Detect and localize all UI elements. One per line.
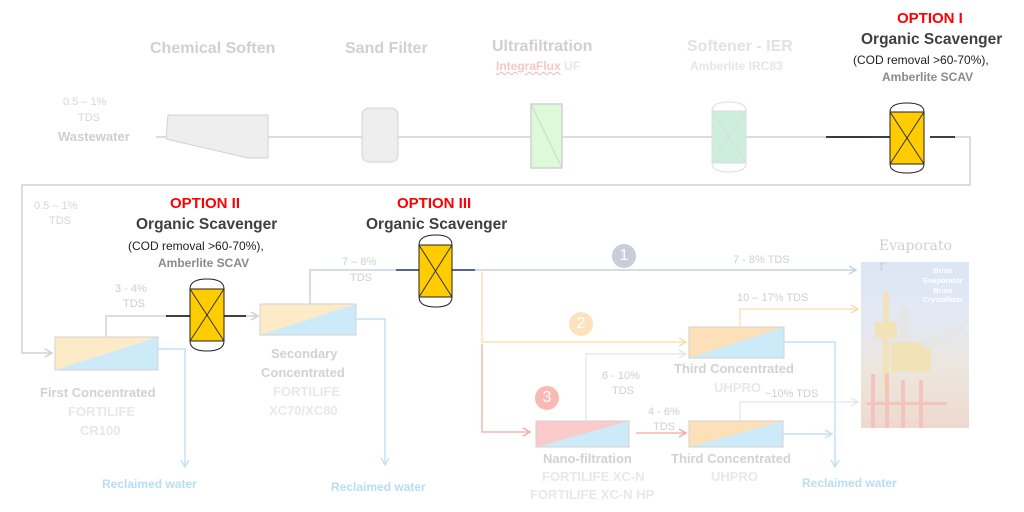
route-3-badge[interactable]: 3 xyxy=(535,386,559,410)
first-stage-tds-unit: TDS xyxy=(123,298,145,310)
secondary-concentrated-membrane xyxy=(259,303,357,336)
nano-title: Nano-filtration xyxy=(543,451,632,466)
secondary-permeate-line xyxy=(356,318,390,467)
feed-tds-unit: TDS xyxy=(78,112,100,124)
sand-filter-vessel xyxy=(361,107,399,163)
second-stage-title-1: Secondary xyxy=(271,346,338,361)
softener-ier-vessel xyxy=(711,101,747,173)
option-2-product: Amberlite SCAV xyxy=(158,256,250,270)
first-stage-product-2: CR100 xyxy=(80,423,121,438)
third-bottom-tds: ~10% TDS xyxy=(765,388,819,400)
stage-title-sand-filter: Sand Filter xyxy=(345,40,428,57)
secondary-to-option3-line xyxy=(309,269,396,304)
third-top-title: Third Concentrated xyxy=(674,361,794,376)
stage-product-softener-ier: Amberlite IRC83 xyxy=(690,59,783,73)
route-1-badge[interactable]: 1 xyxy=(612,244,636,268)
evaporator-photo: r Brine Evaporator Brine Crystallizer xyxy=(861,258,969,428)
route-2-tds: 10 – 17% TDS xyxy=(737,292,809,304)
nano-filtration-membrane xyxy=(535,420,630,448)
evaporator-title: Evaporato xyxy=(879,238,952,254)
third-bottom-title: Third Concentrated xyxy=(671,451,791,466)
option-2-label: OPTION II xyxy=(170,195,241,212)
third-top-permeate-line xyxy=(784,341,840,469)
option-1-label: OPTION I xyxy=(897,10,963,27)
first-permeate-line xyxy=(158,348,190,469)
route-2-concentrate-line xyxy=(739,304,860,327)
reclaimed-water-label-3: Reclaimed water xyxy=(802,476,897,490)
first-stage-title: First Concentrated xyxy=(40,385,156,400)
first-to-scavenger-line xyxy=(105,315,168,337)
third-top-product: UHPRO xyxy=(714,380,761,395)
ultrafiltration-suffix: UF xyxy=(560,59,581,73)
chemical-softener-tank xyxy=(165,114,269,159)
second-stage-product-2: XC70/XC80 xyxy=(269,403,338,418)
option-1-note: (COD removal >60-70%), xyxy=(853,53,989,67)
third-concentrated-bottom-membrane xyxy=(688,420,784,448)
third-bottom-concentrate-line xyxy=(739,397,860,421)
nano-tds-range: 6 - 10% xyxy=(602,370,640,382)
reclaimed-water-label-1: Reclaimed water xyxy=(102,477,197,491)
caption-line-4: Crystallizer xyxy=(922,295,963,305)
feed-tds-range: 0.5 – 1% xyxy=(63,96,107,108)
first-stage-tds-range: 3 - 4% xyxy=(115,283,147,295)
evaporator-photo-caption: Brine Evaporator Brine Crystallizer xyxy=(923,266,963,305)
option-2-scavenger-vessel[interactable] xyxy=(166,278,260,352)
middle-feed-tds-unit: TDS xyxy=(49,215,71,227)
first-concentrated-membrane xyxy=(54,336,159,371)
nano-tds-unit: TDS xyxy=(612,385,634,397)
ultrafiltration-module xyxy=(530,103,563,169)
third-bottom-product: UHPRO xyxy=(711,469,758,484)
option-3-scavenger-vessel[interactable] xyxy=(396,234,475,308)
option-2-note: (COD removal >60-70%), xyxy=(128,239,264,253)
second-stage-tds-unit: TDS xyxy=(350,272,372,284)
middle-feed-tds-range: 0.5 – 1% xyxy=(34,200,78,212)
second-stage-product-1: FORTILIFE xyxy=(273,384,341,399)
nano-to-third-top-line xyxy=(585,349,688,421)
option-2-title: Organic Scavenger xyxy=(136,216,278,233)
option-3-label: OPTION III xyxy=(397,195,472,212)
nano-product-2: FORTILIFE XC-N HP xyxy=(530,487,655,502)
route-2-badge[interactable]: 2 xyxy=(569,312,593,336)
route-1-tds: 7 - 8% TDS xyxy=(733,254,790,266)
option-1-title: Organic Scavenger xyxy=(861,31,1003,48)
route-3-line[interactable] xyxy=(481,344,532,437)
caption-line-1: Brine xyxy=(933,266,953,275)
top-process-line xyxy=(21,136,971,358)
stage-title-chemical-soften: Chemical Soften xyxy=(150,40,276,57)
caption-line-2: Evaporator xyxy=(922,275,963,285)
caption-line-3: Brine xyxy=(933,285,953,295)
stage-title-softener-ier: Softener - IER xyxy=(687,38,793,55)
reclaimed-water-label-2: Reclaimed water xyxy=(331,480,426,494)
nano-to-third-tds-unit: TDS xyxy=(653,421,675,433)
route-2-line[interactable] xyxy=(481,270,688,347)
option-3-title: Organic Scavenger xyxy=(366,216,508,233)
stage-product-ultrafiltration: IntegraFlux UF xyxy=(496,59,581,74)
third-concentrated-top-membrane xyxy=(688,326,785,359)
evaporator-title-wrap: r xyxy=(879,258,886,274)
option-1-product: Amberlite SCAV xyxy=(882,70,974,84)
stage-title-ultrafiltration: Ultrafiltration xyxy=(492,38,593,55)
nano-to-third-tds-range: 4 - 6% xyxy=(648,406,680,418)
option-1-scavenger-vessel[interactable] xyxy=(826,102,955,174)
nano-product-1: FORTILIFE XC-N xyxy=(542,469,645,484)
first-stage-product-1: FORTILIFE xyxy=(68,404,136,419)
second-stage-tds-range: 7 – 8% xyxy=(342,256,377,268)
feed-label-wastewater: Wastewater xyxy=(58,129,130,144)
ultrafiltration-brand: IntegraFlux xyxy=(496,59,561,73)
second-stage-title-2: Concentrated xyxy=(261,365,345,380)
